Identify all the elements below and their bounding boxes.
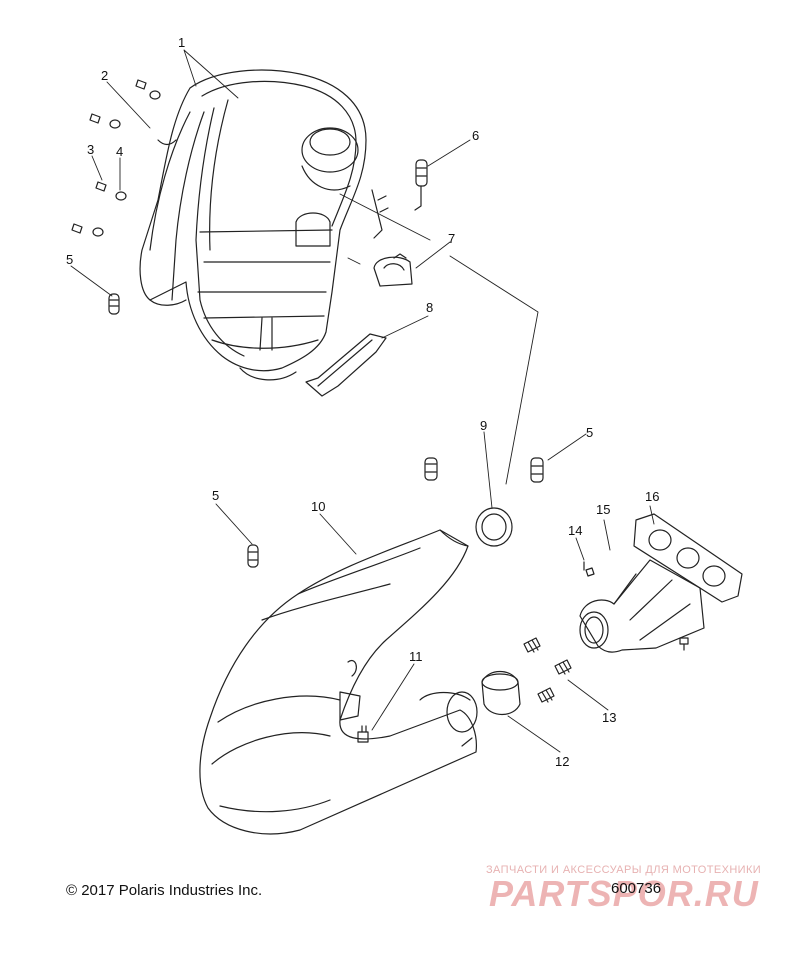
callout-14: 14 bbox=[568, 523, 582, 538]
watermark-logo: PARTSPOR.RU bbox=[489, 873, 759, 914]
bracket-bolts bbox=[71, 79, 161, 237]
callout-4: 4 bbox=[116, 144, 123, 159]
leader-lines bbox=[70, 49, 655, 753]
callout-11: 11 bbox=[409, 649, 423, 664]
exhaust-springs bbox=[108, 159, 544, 568]
manifold-springs bbox=[523, 637, 572, 703]
callout-numbers: 1 2 3 4 5 6 7 8 9 5 5 10 11 12 13 14 15 … bbox=[66, 35, 659, 769]
callout-13: 13 bbox=[602, 710, 616, 725]
callout-1: 1 bbox=[178, 35, 185, 50]
callout-7: 7 bbox=[448, 231, 455, 246]
callout-6: 6 bbox=[472, 128, 479, 143]
seal-ring bbox=[475, 507, 513, 547]
sleeve-ring bbox=[481, 670, 521, 716]
callout-9: 9 bbox=[480, 418, 487, 433]
copyright-notice: © 2017 Polaris Industries Inc. bbox=[66, 882, 263, 899]
callout-5: 5 bbox=[212, 488, 219, 503]
heat-shield-strip bbox=[305, 333, 387, 397]
callout-12: 12 bbox=[555, 754, 569, 769]
expansion-chamber bbox=[199, 529, 478, 835]
exhaust-manifold bbox=[579, 559, 705, 653]
callout-3: 3 bbox=[87, 142, 94, 157]
sensor-plug bbox=[357, 725, 369, 743]
manifold-gasket bbox=[633, 513, 743, 603]
diagram-part-number: 600736 bbox=[611, 880, 662, 897]
watermark-tagline: ЗАПЧАСТИ И АКСЕССУАРЫ ДЛЯ МОТОТЕХНИКИ bbox=[486, 864, 762, 876]
rubber-mount bbox=[373, 253, 413, 287]
callout-10: 10 bbox=[311, 499, 325, 514]
callout-2: 2 bbox=[101, 68, 108, 83]
callout-16: 16 bbox=[645, 489, 659, 504]
callout-5: 5 bbox=[66, 252, 73, 267]
callout-5: 5 bbox=[586, 425, 593, 440]
callout-15: 15 bbox=[596, 502, 610, 517]
callout-8: 8 bbox=[426, 300, 433, 315]
muffler-housing bbox=[139, 69, 367, 381]
